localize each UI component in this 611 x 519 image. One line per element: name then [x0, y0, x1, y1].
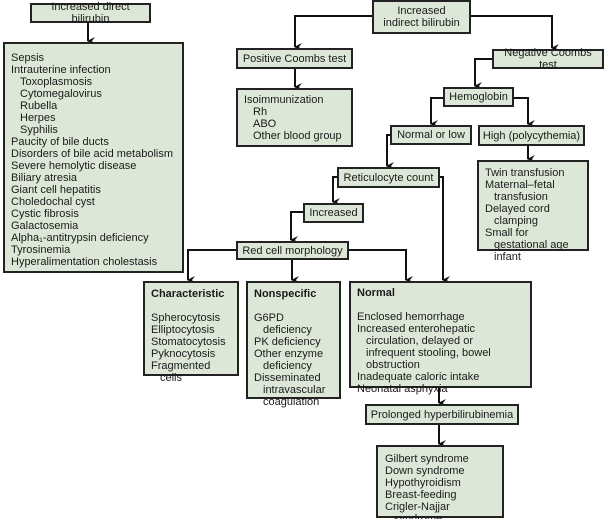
- node-normal-or-low: Normal or low: [390, 125, 472, 145]
- arrow-indirect-to-negative: [470, 15, 559, 52]
- list-subitem: Herpes: [20, 112, 56, 124]
- arrow-hemoglobin-to-high: [513, 97, 535, 128]
- arrow-normal-low-to-retic: [386, 134, 394, 170]
- node-direct-bilirubin: Increased direct bilirubin: [30, 1, 151, 25]
- list-subitem: Rh: [253, 106, 268, 118]
- list-heading: Characteristic: [151, 288, 225, 300]
- node-negative-coombs: Negative Coombs test: [492, 47, 604, 71]
- list-subitem: Syphilis: [20, 124, 58, 136]
- list-item: Other enzyme deficiency: [254, 348, 324, 372]
- list-heading: Nonspecific: [254, 288, 317, 300]
- list-item: Delayed cord clamping: [485, 203, 550, 227]
- list-item: Enclosed hemorrhage: [357, 311, 465, 323]
- node-red-cell-morphology: Red cell morphology: [236, 241, 349, 260]
- list-subitem: Rubella: [20, 100, 58, 112]
- list-item: Galactosemia: [11, 220, 79, 232]
- list-item: Small for gestational age infant: [485, 227, 569, 263]
- list-item: Intrauterine infection: [11, 64, 111, 76]
- list-item: Fragmented cells: [151, 360, 211, 384]
- list-item: Twin transfusion: [485, 167, 565, 179]
- list-subitem: Other blood group: [253, 130, 342, 142]
- arrow-retic-to-increased: [332, 176, 340, 206]
- list-item: Choledochal cyst: [11, 196, 95, 208]
- list-item: Hyperalimentation cholestasis: [11, 256, 158, 268]
- node-increased: Increased: [303, 203, 364, 223]
- list-item: Stomatocytosis: [151, 336, 226, 348]
- arrow-indirect-to-positive: [294, 15, 372, 51]
- arrow-redcell-to-normal: [348, 249, 413, 284]
- list-subitem: ABO: [253, 118, 277, 130]
- list-item: Biliary atresia: [11, 172, 78, 184]
- list-item: Tyrosinemia: [11, 244, 71, 256]
- list-item: Crigler-Najjar syndrome: [385, 501, 450, 519]
- list-item: Breast-feeding: [385, 489, 457, 501]
- list-item: Inadequate caloric intake: [357, 371, 480, 383]
- list-item: Alpha₁-antitrypsin deficiency: [11, 232, 149, 244]
- list-item: Maternal–fetal transfusion: [485, 179, 555, 203]
- node-prolonged-hyperbilirubinemia: Prolonged hyperbilirubinemia: [365, 404, 519, 425]
- node-high-polycythemia: High (polycythemia): [478, 125, 585, 146]
- arrow-negative-to-hemoglobin: [474, 58, 492, 90]
- list-item: Increased enterohepatic circulation, del…: [357, 323, 491, 371]
- list-item: Pyknocytosis: [151, 348, 216, 360]
- list-item: Severe hemolytic disease: [11, 160, 137, 172]
- list-item: Hypothyroidism: [385, 477, 461, 489]
- list-item: Spherocytosis: [151, 312, 221, 324]
- list-item: Isoimmunization: [244, 94, 324, 106]
- arrow-increased-to-redcell: [290, 211, 303, 244]
- arrow-retic-to-normal: [439, 176, 450, 284]
- node-hemoglobin: Hemoglobin: [443, 87, 514, 107]
- list-item: Disorders of bile acid metabolism: [11, 148, 174, 160]
- list-item: Disseminated intravascular coagulation: [254, 372, 326, 408]
- list-item: Gilbert syndrome: [385, 453, 469, 465]
- list-item: Cystic fibrosis: [11, 208, 79, 220]
- list-item: Giant cell hepatitis: [11, 184, 101, 196]
- arrow-redcell-to-characteristic: [187, 249, 236, 284]
- list-subitem: Toxoplasmosis: [20, 76, 93, 88]
- list-item: Down syndrome: [385, 465, 465, 477]
- list-item: G6PD deficiency: [254, 312, 312, 336]
- list-item: Paucity of bile ducts: [11, 136, 109, 148]
- list-heading: Normal: [357, 287, 395, 299]
- list-subitem: Cytomegalovirus: [20, 88, 102, 100]
- list-item: Sepsis: [11, 52, 45, 64]
- node-positive-coombs: Positive Coombs test: [236, 48, 353, 69]
- node-reticulocyte-count: Reticulocyte count: [337, 167, 440, 188]
- list-item: Elliptocytosis: [151, 324, 215, 336]
- node-indirect-bilirubin: Increased indirect bilirubin: [372, 0, 471, 34]
- list-item: PK deficiency: [254, 336, 321, 348]
- arrow-hemoglobin-to-normal-low: [430, 97, 443, 128]
- list-item: Neonatal asphyxia: [357, 383, 448, 395]
